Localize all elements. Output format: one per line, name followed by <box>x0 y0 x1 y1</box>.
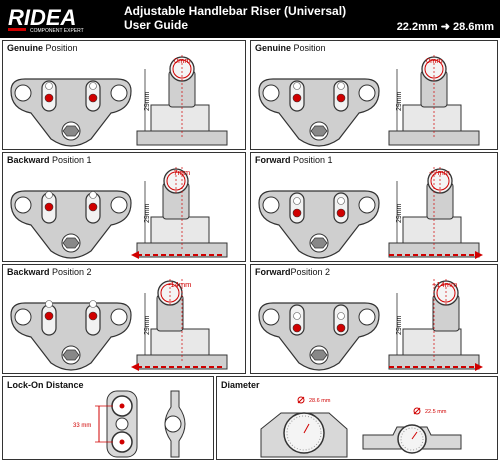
diameter-panel: Diameter 28.6 mm 22.5 mm <box>216 376 498 460</box>
lockon-panel: Lock-On Distance 33 mm <box>2 376 214 460</box>
panel-backward-1: Backward Position 1 -7mm 29mm <box>2 152 246 262</box>
height-label: 29mm <box>144 91 151 111</box>
height-label: 29mm <box>144 315 151 335</box>
diameter-diagram: 28.6 mm 22.5 mm <box>260 396 462 458</box>
panel-title-bold: Backward <box>7 267 50 277</box>
svg-text:RIDEA: RIDEA <box>8 5 76 30</box>
size-range: 22.2mm ➜ 28.6mm <box>397 20 494 33</box>
panel-genuine-left: Genuine Position 0mm 29mm <box>2 40 246 150</box>
range-from: 22.2mm <box>396 21 438 33</box>
guide-title: Adjustable Handlebar Riser (Universal) U… <box>124 4 346 32</box>
riser-diagram: +7mm 29mm <box>258 167 483 259</box>
offset-label: -7mm <box>171 168 190 177</box>
panel-title-rest: Position 2 <box>49 267 92 277</box>
diameter-large: 28.6 mm <box>309 398 331 404</box>
arrow-right-icon: ➜ <box>440 21 450 33</box>
diameter-title: Diameter <box>221 380 260 390</box>
panel-title-bold: Backward <box>7 155 50 165</box>
riser-diagram: -7mm 29mm <box>10 167 228 259</box>
title-line-1: Adjustable Handlebar Riser (Universal) <box>124 4 347 18</box>
panel-title-rest: Position <box>291 43 326 53</box>
arrow-right-icon <box>389 251 483 259</box>
height-label: 29mm <box>396 203 403 223</box>
header: RIDEA COMPONENT EXPERT Adjustable Handle… <box>0 0 500 38</box>
offset-label: 0mm <box>174 56 191 65</box>
arrow-left-icon <box>131 251 225 259</box>
panel-genuine-right: Genuine Position 0mm 29mm <box>250 40 498 150</box>
panel-title: ForwardPosition 2 <box>255 267 330 277</box>
panel-title: Genuine Position <box>7 43 78 53</box>
panel-title-bold: Genuine <box>7 43 44 53</box>
range-to: 28.6mm <box>453 21 494 33</box>
panel-title-rest: Position <box>43 43 78 53</box>
offset-label: +14mm <box>432 280 457 289</box>
riser-diagram: -14mm 29mm <box>10 279 228 371</box>
lockon-distance: 33 mm <box>73 423 91 429</box>
riser-diagram: 0mm 29mm <box>10 55 228 147</box>
triple-clamp <box>258 302 380 371</box>
triple-clamp <box>10 190 132 259</box>
offset-label: 0mm <box>426 56 443 65</box>
lockon-title: Lock-On Distance <box>7 380 84 390</box>
panel-title-bold: Forward <box>255 155 291 165</box>
title-line-2: User Guide <box>124 18 189 32</box>
panel-title-rest: Position 2 <box>290 267 331 277</box>
panel-title-rest: Position 1 <box>290 155 333 165</box>
arrow-left-icon <box>131 363 225 371</box>
panel-forward-2: ForwardPosition 2 +14mm 29mm <box>250 264 498 374</box>
panel-title: Backward Position 1 <box>7 155 92 165</box>
height-label: 29mm <box>396 315 403 335</box>
panel-backward-2: Backward Position 2 -14mm 29mm <box>2 264 246 374</box>
offset-label: -14mm <box>168 280 191 289</box>
panel-title: Genuine Position <box>255 43 326 53</box>
riser-diagram: +14mm 29mm <box>258 279 483 371</box>
triple-clamp <box>258 190 380 259</box>
svg-text:COMPONENT EXPERT: COMPONENT EXPERT <box>30 28 84 34</box>
panel-title-bold: Genuine <box>255 43 292 53</box>
offset-label: +7mm <box>429 168 450 177</box>
diameter-small: 22.5 mm <box>425 409 447 415</box>
panel-forward-1: Forward Position 1 +7mm 29mm <box>250 152 498 262</box>
lockon-diagram: 33 mm <box>73 390 186 458</box>
height-label: 29mm <box>144 203 151 223</box>
triple-clamp <box>10 302 132 371</box>
panel-title: Forward Position 1 <box>255 155 333 165</box>
ridea-logo: RIDEA COMPONENT EXPERT <box>8 5 84 34</box>
arrow-right-icon <box>389 363 483 371</box>
triple-clamp <box>258 78 380 147</box>
riser-diagram: 0mm 29mm <box>258 55 480 147</box>
panel-title: Backward Position 2 <box>7 267 92 277</box>
panel-title-bold: Forward <box>255 267 291 277</box>
height-label: 29mm <box>396 91 403 111</box>
triple-clamp <box>10 78 132 147</box>
panel-title-rest: Position 1 <box>49 155 92 165</box>
